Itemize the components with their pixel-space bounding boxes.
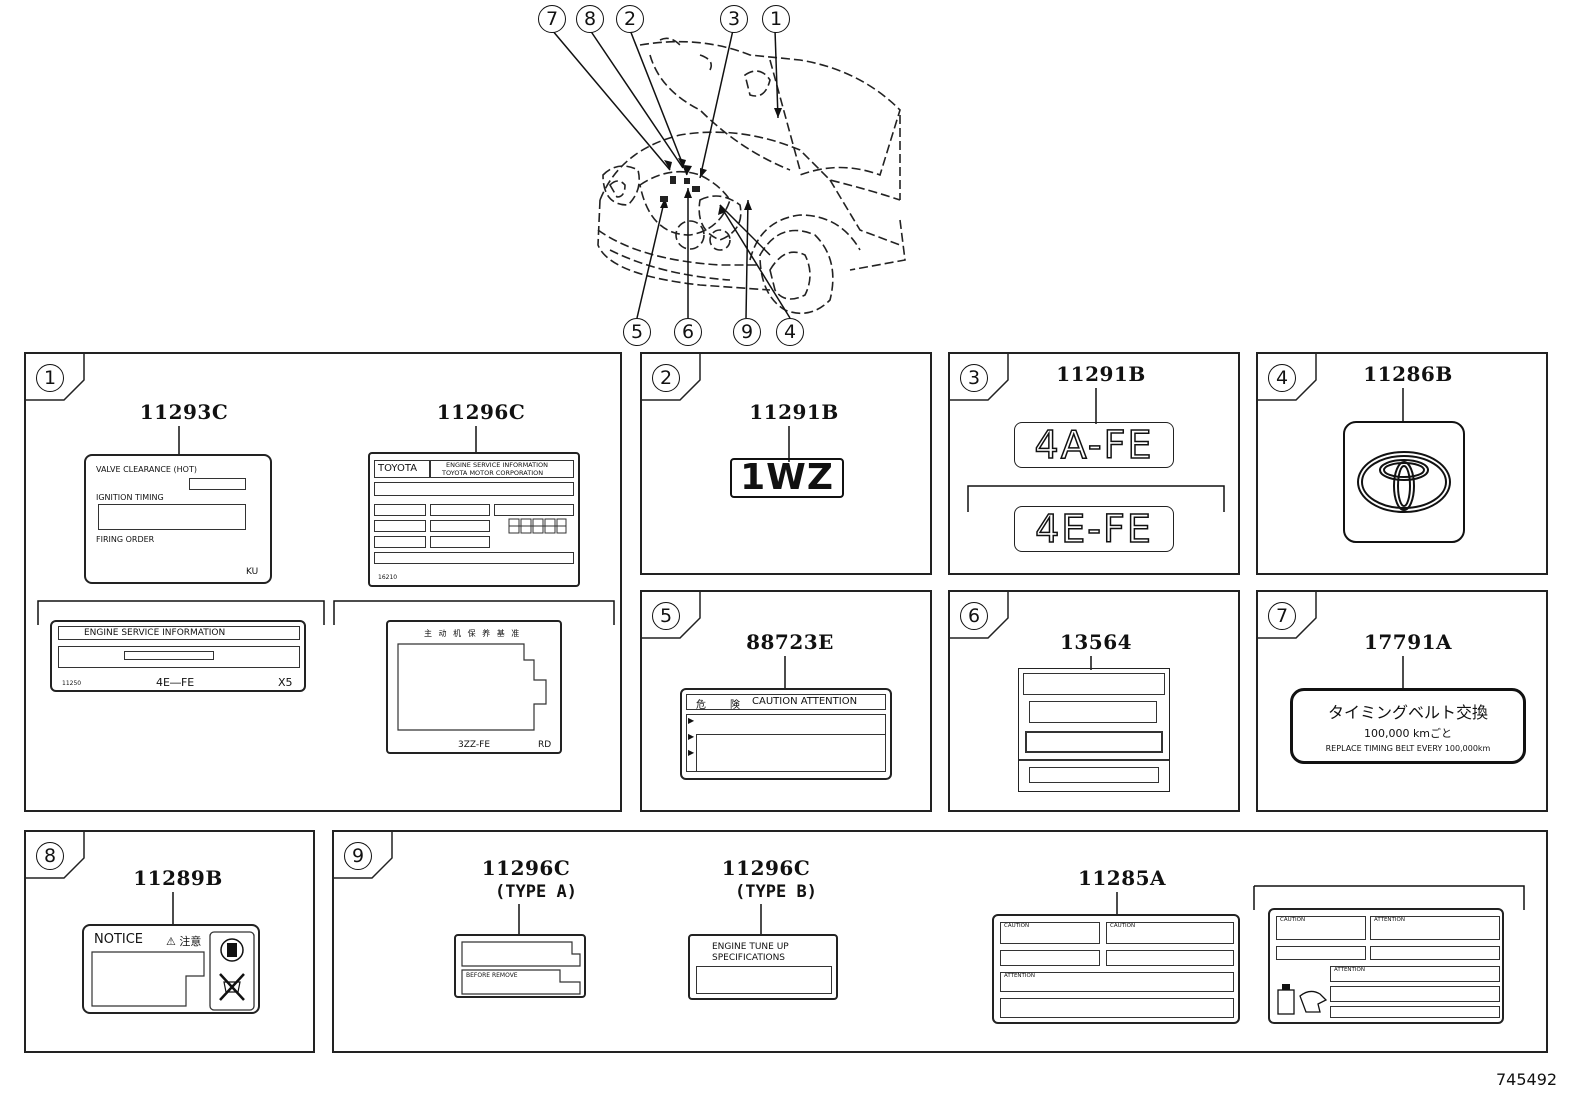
callout-top-2: 2 xyxy=(616,5,644,33)
part-number-11296c-type-a: 11296C xyxy=(481,856,571,880)
callout-top-3: 3 xyxy=(720,5,748,33)
panel-1: 1 11293C VALVE CLEARANCE (HOT) IGNITION … xyxy=(24,352,622,812)
notice-jp-text: ⚠ 注意 xyxy=(166,935,202,948)
part-number-11291b-1wz: 11291B xyxy=(749,400,839,424)
label-engine-service-info: TOYOTA ENGINE SERVICE INFORMATION TOYOTA… xyxy=(368,452,580,587)
callout-bottom-6: 6 xyxy=(674,318,702,346)
caution-attention-title: CAUTION ATTENTION xyxy=(752,696,858,707)
panel-8-number: 8 xyxy=(36,842,64,870)
panel-4-number: 4 xyxy=(1268,364,1296,392)
label-timing-belt: タイミングベルト交換 100,000 kmごと REPLACE TIMING B… xyxy=(1290,688,1526,764)
caution-arrow-1: ▶ xyxy=(688,716,695,725)
callout-bottom-4: 4 xyxy=(776,318,804,346)
emblem-4a-fe xyxy=(1014,422,1174,468)
panel-6: 6 13564 xyxy=(948,590,1240,812)
part-number-11296c-type-b: 11296C xyxy=(721,856,811,880)
emblem-1wz-text: 1WZ xyxy=(740,457,834,498)
panel-7-number: 7 xyxy=(1268,602,1296,630)
engine-code-3zz-fe: 3ZZ-FE xyxy=(458,740,491,750)
ignition-timing-text: IGNITION TIMING xyxy=(96,493,164,502)
label-code-11250: 11250 xyxy=(62,680,82,687)
notice-title: NOTICE xyxy=(94,932,144,947)
panel-5: 5 88723E 危 険 CAUTION ATTENTION ▶ ▶ ▶ xyxy=(640,590,932,812)
panel-7: 7 17791A タイミングベルト交換 100,000 kmごと REPLACE… xyxy=(1256,590,1548,812)
label-valve-clearance: VALVE CLEARANCE (HOT) IGNITION TIMING FI… xyxy=(84,454,272,584)
jp-maintenance-title: 主 动 机 保 养 基 准 xyxy=(424,629,522,638)
emblem-4e-fe-text: 4E-FE xyxy=(1034,506,1153,552)
alt-attention-cell-1: ATTENTION xyxy=(1374,917,1405,923)
part-number-11285a: 11285A xyxy=(1077,866,1167,890)
part-number-11289b: 11289B xyxy=(133,866,223,890)
label-code-16210: 16210 xyxy=(378,574,398,581)
no-oil-cap-icon xyxy=(209,931,255,1011)
caution-cell-1: CAUTION xyxy=(1004,923,1030,929)
engine-tune-up-text: ENGINE TUNE UP xyxy=(712,942,789,952)
label-code-rd: RD xyxy=(538,740,552,750)
label-engine-service-4e-fe: ENGINE SERVICE INFORMATION 11250 4E―FE X… xyxy=(50,620,306,692)
part-number-11286b: 11286B xyxy=(1363,362,1453,386)
caution-jp-char-1: 危 xyxy=(696,700,706,711)
type-b-label: (TYPE B) xyxy=(735,882,817,902)
emblem-4e-fe xyxy=(1014,506,1174,552)
alt-caution-cell: CAUTION xyxy=(1280,917,1306,923)
specifications-text: SPECIFICATIONS xyxy=(712,953,786,963)
callout-top-8: 8 xyxy=(576,5,604,33)
panel-1-number: 1 xyxy=(36,364,64,392)
panel-3: 3 11291B 4A-FE 4E-FE xyxy=(948,352,1240,575)
car-overview-illustration xyxy=(551,29,906,319)
panel-9-number: 9 xyxy=(344,842,372,870)
panel-8: 8 11289B NOTICE ⚠ 注意 xyxy=(24,830,315,1053)
panel-5-number: 5 xyxy=(652,602,680,630)
label-13564 xyxy=(1018,668,1170,792)
caution-jp-char-2: 険 xyxy=(730,700,740,711)
part-number-11296c: 11296C xyxy=(436,400,526,424)
callout-bottom-5: 5 xyxy=(623,318,651,346)
panel-4: 4 11286B xyxy=(1256,352,1548,575)
attention-cell: ATTENTION xyxy=(1004,973,1035,979)
caution-arrow-3: ▶ xyxy=(688,748,695,757)
emblem-4a-fe-text: 4A-FE xyxy=(1034,422,1154,468)
timing-belt-jp-text: タイミングベルト交換 xyxy=(1327,703,1488,722)
engine-code-4e-fe: 4E―FE xyxy=(156,676,195,689)
panel-3-number: 3 xyxy=(960,364,988,392)
valve-clearance-text: VALVE CLEARANCE (HOT) xyxy=(96,465,197,474)
label-code-x5: X5 xyxy=(278,676,293,689)
label-type-a: BEFORE REMOVE xyxy=(454,934,586,998)
callout-top-1: 1 xyxy=(762,5,790,33)
panel-9: 9 11296C (TYPE A) BEFORE REMOVE 11296C (… xyxy=(332,830,1548,1053)
part-number-88723e: 88723E xyxy=(746,630,834,654)
label-jp-engine-maintenance: 主 动 机 保 养 基 准 3ZZ-FE RD xyxy=(386,620,562,754)
panel-2: 2 11291B 1WZ xyxy=(640,352,932,575)
type-a-line-2: BEFORE REMOVE xyxy=(466,972,518,979)
label-code-ku: KU xyxy=(246,567,259,577)
toyota-emblem-icon xyxy=(1343,421,1465,543)
alt-attention-cell-2: ATTENTION xyxy=(1334,967,1365,973)
callout-top-7: 7 xyxy=(538,5,566,33)
label-type-b: ENGINE TUNE UP SPECIFICATIONS xyxy=(688,934,838,1000)
part-number-13564: 13564 xyxy=(1059,630,1133,654)
type-a-label: (TYPE A) xyxy=(495,882,577,902)
part-number-11293c: 11293C xyxy=(139,400,229,424)
label-11285a-alt: CAUTION ATTENTION ATTENTION xyxy=(1268,908,1504,1024)
part-number-11291b-engine: 11291B xyxy=(1056,362,1146,386)
engine-service-info-text: ENGINE SERVICE INFORMATION xyxy=(446,461,548,469)
timing-belt-interval-text: 100,000 kmごと xyxy=(1363,727,1453,740)
toyota-motor-corp-text: TOYOTA MOTOR CORPORATION xyxy=(442,469,544,477)
panel-2-number: 2 xyxy=(652,364,680,392)
toyota-brand-text: TOYOTA xyxy=(378,463,418,474)
part-number-17791a: 17791A xyxy=(1363,630,1453,654)
battery-hand-icon xyxy=(1277,984,1328,1015)
caution-arrow-2: ▶ xyxy=(688,732,695,741)
firing-order-text: FIRING ORDER xyxy=(96,535,155,544)
emblem-1wz xyxy=(730,458,844,498)
label-notice: NOTICE ⚠ 注意 xyxy=(82,924,260,1014)
callout-bottom-9: 9 xyxy=(733,318,761,346)
engine-service-information-title: ENGINE SERVICE INFORMATION xyxy=(84,628,226,638)
timing-belt-en-text: REPLACE TIMING BELT EVERY 100,000km xyxy=(1325,744,1491,753)
caution-cell-2: CAUTION xyxy=(1110,923,1136,929)
figure-id: 745492 xyxy=(1496,1070,1558,1089)
label-11285a: CAUTION CAUTION ATTENTION xyxy=(992,914,1240,1024)
panel-6-number: 6 xyxy=(960,602,988,630)
label-caution-attention: 危 険 CAUTION ATTENTION ▶ ▶ ▶ xyxy=(680,688,892,780)
